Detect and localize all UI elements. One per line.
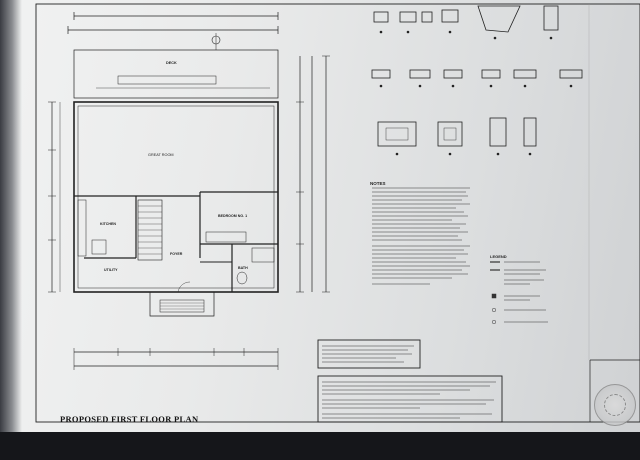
sheet-border	[35, 3, 640, 423]
room-label-kitchen: KITCHEN	[100, 222, 116, 226]
great-room-label: GREAT ROOM	[148, 153, 174, 157]
room-label-utility: UTILITY	[104, 268, 118, 272]
photo-bottom-edge	[0, 432, 640, 460]
deck-outline	[73, 49, 279, 99]
bathtub	[251, 247, 275, 263]
deck-callout	[117, 75, 217, 85]
note-box-2	[317, 375, 503, 423]
drawing-title: PROPOSED FIRST FLOOR PLAN	[60, 414, 199, 424]
window-symbols	[371, 5, 583, 147]
deck-label: DECK	[166, 61, 177, 65]
note-box-1	[317, 339, 421, 369]
photo-edge-shadow	[0, 0, 22, 460]
toilet	[236, 271, 248, 285]
general-notes-text	[372, 187, 470, 285]
house-outer-walls	[73, 101, 279, 293]
room-label-foyer: FOYER	[170, 252, 183, 256]
front-stoop	[149, 292, 215, 317]
kitchen-counter	[77, 199, 87, 257]
notes-heading: NOTES	[370, 181, 386, 186]
legend-heading: LEGEND	[490, 254, 507, 259]
engineer-seal	[594, 384, 636, 426]
legend-entries	[490, 261, 548, 325]
room-label-bedroom: BEDROOM NO. 1	[218, 214, 248, 218]
room-label-bath: BATH	[238, 266, 248, 270]
